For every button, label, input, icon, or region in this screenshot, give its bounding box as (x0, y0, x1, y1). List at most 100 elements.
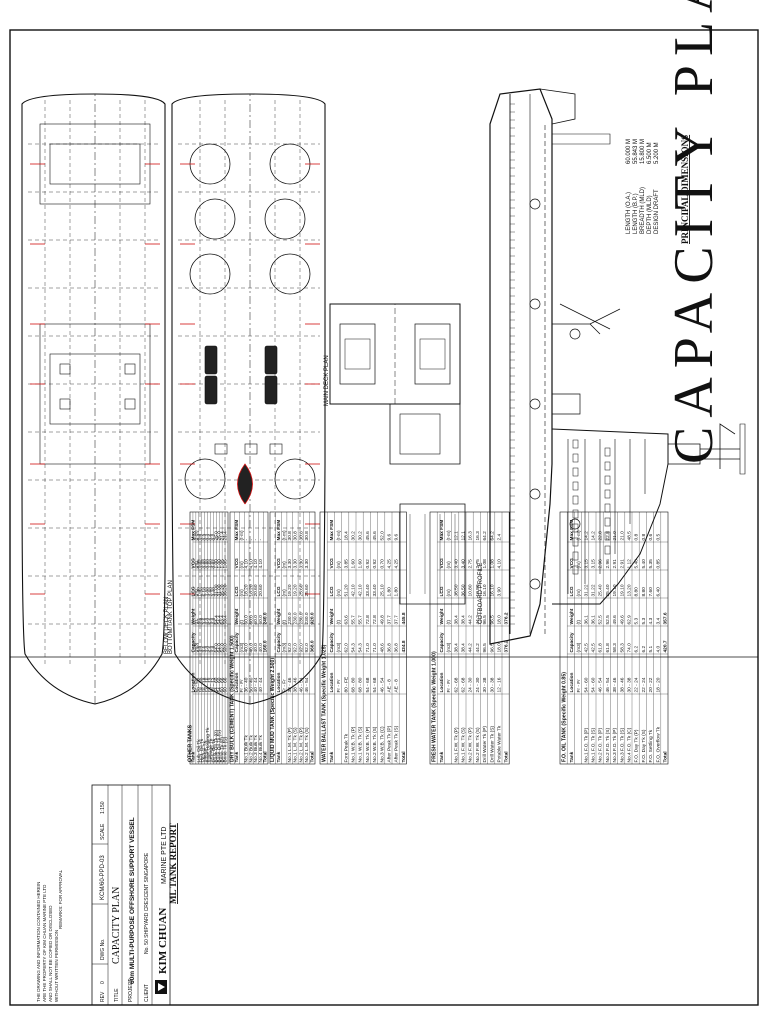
table-cell: 5.5 (208, 617, 214, 624)
scale-value: 1:150 (100, 801, 106, 814)
table-cell: 4.3 (648, 617, 654, 624)
table-cell: 38 - 46 (612, 677, 618, 692)
table-cell: VCG (439, 558, 445, 569)
table-cell: 3.40 (461, 559, 467, 569)
table-cell: 62.0 (343, 643, 349, 653)
table-cell: 92.0 (293, 643, 299, 653)
principal-dimension-label: DEPTH (MLD) (647, 195, 653, 234)
table-cell: 1.08 (482, 559, 488, 569)
table-cell: 42.10 (358, 584, 364, 596)
table-cell: 63.6 (343, 615, 349, 625)
table-cell: No.2 F.W. Tk (S) (475, 727, 481, 762)
table-cell: 33.40 (365, 584, 371, 596)
table-cell: Tank (276, 751, 282, 762)
table-cell: 61.8 (605, 643, 611, 653)
table-cell: Potable Water Tk (497, 725, 503, 762)
table-cell: 3.15 (583, 559, 589, 569)
table-cell: No.2 W.B. Tk (P) (365, 726, 371, 762)
title-label: TITLE (114, 988, 120, 1002)
table-cell: 4.10 (253, 559, 259, 569)
table-cell: 46 - 54 (304, 677, 310, 692)
table-cell: F.O. Overflow Tk (655, 726, 661, 762)
table-cell: 46 - 54 (605, 677, 611, 692)
table-cell: 37.7 (394, 615, 400, 625)
table-cell: 18 - 20 (655, 677, 661, 692)
table-cell: 40.0 (253, 643, 259, 653)
table-cell: Capacity (329, 632, 335, 652)
table-cell: 30.2 (351, 531, 357, 541)
table-cell: 0.8 (634, 533, 640, 540)
table-cell: 0.80 (202, 559, 208, 569)
table-cell: 18.0 (497, 643, 503, 653)
table-cell: 68 - 80 (358, 677, 364, 692)
table-cell: Tank (190, 751, 196, 762)
table-cell: 368.0 (310, 640, 316, 652)
table-cell: 38.4 (461, 643, 467, 653)
table-cell: Weight (329, 608, 335, 624)
outboard-profile-label: OUTBOARD PROFILE (478, 563, 484, 624)
table-cell: 230.0 (298, 612, 304, 624)
table-cell: 4.0 (205, 645, 211, 652)
table-cell: 33.40 (372, 584, 378, 596)
table-cell: 16 - 18 (202, 677, 208, 692)
table-cell: 3.90 (497, 587, 503, 597)
table-cell: 1.80 (394, 587, 400, 597)
table-cell: 445.8 (401, 612, 407, 624)
table-cell: No.1 F.W. Tk (S) (461, 727, 467, 762)
table-cell: 4.60 (208, 559, 214, 569)
table-cell: 3.6 (202, 617, 208, 624)
table-cell: VCG (329, 558, 335, 569)
table-cell: 49.6 (612, 615, 618, 625)
table-cell: 35.20 (223, 584, 229, 596)
table-cell: 72.8 (372, 615, 378, 625)
principal-dimension-label: LENGTH (O.A.) (626, 192, 632, 234)
table-cell: Weight (276, 608, 282, 624)
table-cell: 62.9 (627, 615, 633, 625)
table-cell: 21.4 (220, 531, 226, 541)
main-deck-plan-label: MAIN DECK PLAN (324, 355, 330, 406)
table-cell: 54.3 (358, 643, 364, 653)
sheet-border (9, 29, 759, 1006)
table-title: LIQUID MUD TANK (Specific Weight 2.500) (270, 658, 276, 762)
table-cell: 64.0 (217, 643, 223, 653)
table-cell: 60.0 (248, 615, 254, 625)
table-cell: Fr - Fr (576, 679, 582, 693)
table-cell: 54.3 (351, 643, 357, 653)
table-cell: 10.80 (475, 584, 481, 596)
table-cell: Location (190, 672, 196, 692)
table-cell: Fr - Fr (281, 679, 287, 693)
table-cell: 52.5 (605, 615, 611, 625)
table-cell: (t) (193, 620, 199, 625)
table-cell: Max FSM (439, 520, 445, 541)
table-cell: No.3 W.B. Tk (C) (379, 726, 385, 763)
table-cell: Max FSM (276, 520, 282, 541)
table-cell: 38 - 46 (619, 677, 625, 692)
note-line: WITHOUT WRITTEN PERMISSION (54, 930, 59, 1002)
main-deck-plan-view: MAIN DECK PLAN (324, 303, 466, 605)
table-cell: Base Oil Tk (P) (214, 730, 220, 763)
table-cell: 5.35 (648, 559, 654, 569)
principal-dimension-value: 6.500 M (647, 142, 653, 164)
table-cell: 0.95 (199, 559, 205, 569)
table-cell: Max FSM (190, 520, 196, 541)
rev-value: 0 (100, 981, 106, 984)
table-cell: Drill Water Tk (S) (489, 726, 495, 763)
table-cell: - (249, 539, 254, 541)
table-cell: (t-m) (576, 530, 582, 541)
table-cell: After Peak Tk (S) (394, 725, 400, 762)
table-cell: Sewage Tk (208, 738, 214, 763)
table-cell: (t-m) (446, 530, 452, 541)
table-cell: 45.6 (365, 531, 371, 541)
table-cell: Capacity (276, 632, 282, 652)
table-cell: Capacity (190, 632, 196, 652)
table-cell: 4.0 (205, 617, 211, 624)
table-cell: 42.10 (351, 584, 357, 596)
table-cell: 21.0 (612, 531, 618, 541)
table-cell: 0.82 (211, 559, 217, 569)
table-cell: 72.8 (365, 615, 371, 625)
table-cell: 8.80 (641, 587, 647, 597)
table-cell: (m) (193, 561, 199, 569)
table-cell: No.3 F.O. Tk (P) (612, 728, 618, 763)
table-cell: 51.20 (343, 584, 349, 596)
principal-dimension-value: 55.843 M (633, 139, 639, 164)
